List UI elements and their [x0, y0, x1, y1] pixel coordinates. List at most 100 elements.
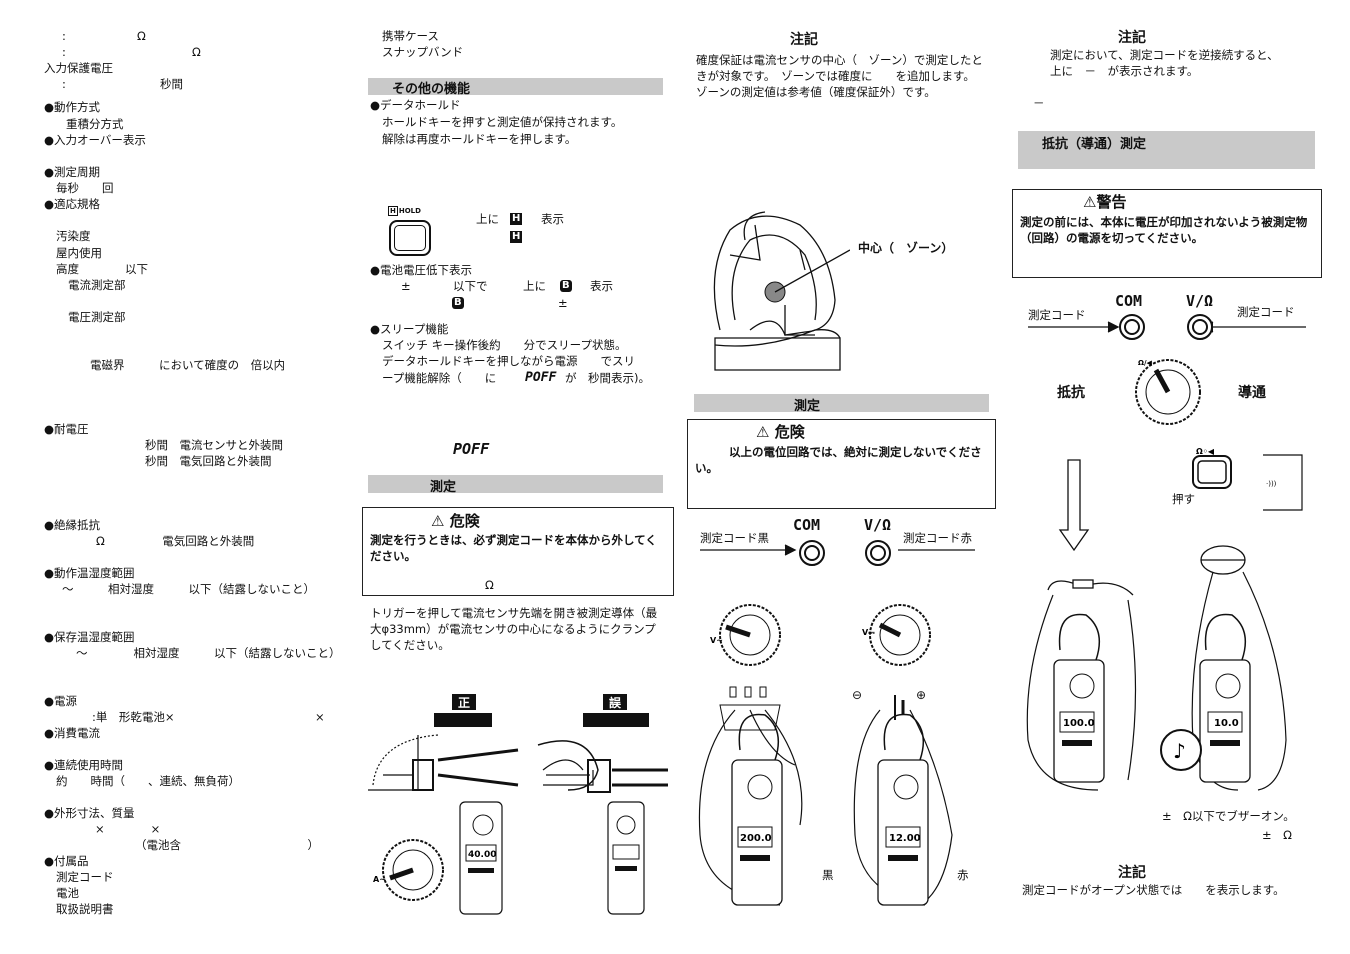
spec-value: 取扱説明書 — [56, 902, 114, 916]
vohm-terminal-label: V/Ω — [864, 516, 892, 534]
clamp-meter-wrong — [607, 801, 645, 915]
spec-heading: ●付属品 — [44, 854, 89, 868]
spec-heading: ●外形寸法、質量 — [44, 806, 135, 820]
battery-icon: B — [560, 280, 572, 292]
spec-value: ～ 相対湿度 以下（結露しないこと） — [62, 582, 315, 596]
spec-value: 屋内使用 — [56, 246, 102, 260]
hold-indicator-icon: H — [510, 213, 523, 225]
spec-value: 電圧測定部 — [68, 310, 126, 324]
warning-triangle-icon: ⚠ — [431, 512, 445, 530]
spec-value: 電磁界 において確度の 倍以内 — [90, 358, 286, 372]
spec-value: 高度 以下 — [56, 262, 148, 276]
rotary-dial: A~ — [373, 839, 444, 901]
press-label: 押す — [1172, 492, 1195, 506]
red-lead-label: 赤 — [957, 868, 969, 882]
resistance-label: 抵抗 — [1057, 385, 1085, 401]
hold-indicator-icon: H — [510, 231, 523, 243]
com-jack-icon — [1119, 314, 1145, 340]
lcd-reading: 12.00 — [889, 833, 921, 844]
down-arrow-icon — [1058, 459, 1090, 552]
section-bar-measure: 測定 — [694, 394, 989, 414]
spec-value: 毎秒 回 — [56, 181, 114, 195]
clamp-meter-dc: 12.00 — [877, 713, 929, 906]
spec-value: :単 形乾電池× — [92, 710, 175, 724]
wrong-label: 誤 — [603, 694, 627, 710]
function-heading: ●データホールド — [370, 98, 461, 112]
buzzer-text: ± Ω — [1262, 828, 1292, 842]
warning-box: ⚠警告 測定の前には、本体に電圧が印加されないよう被測定物（回路）の電源を切って… — [1012, 189, 1322, 278]
note-text: 確度保証は電流センサの中心（ ゾーン）で測定したときが対象です。 ゾーンでは確度… — [696, 53, 983, 100]
correct-label: 正 — [452, 694, 476, 710]
com-jack-icon — [799, 540, 825, 566]
note-text: 測定コードがオープン状態では を表示します。 — [1022, 883, 1285, 897]
svg-text:Ω◦◀: Ω◦◀ — [1196, 447, 1215, 456]
clamp-diagram-correct-wrong: 40.00 A~ — [368, 734, 668, 915]
lead-red-label: 測定コード赤 — [903, 531, 972, 545]
dial-mark: A~ — [373, 875, 386, 884]
warning-triangle-icon: ⚠ — [756, 423, 770, 441]
buzzer-icon — [1160, 729, 1202, 771]
spec-heading: ●絶縁抵抗 — [44, 518, 101, 532]
note-title: 注記 — [790, 32, 818, 48]
lead-black-label: 測定コード黒 — [700, 531, 769, 545]
section-bar-resistance: 抵抗（導通）測定 — [1018, 131, 1315, 169]
accessory-item: スナップバンド — [382, 45, 464, 59]
trigger-instructions: トリガーを押して電流センサ先端を開き被測定導体（最大φ33mm）が電流センサの中… — [370, 606, 658, 653]
spec-heading: ●動作方式 — [44, 100, 101, 114]
vohm-jack-icon — [865, 540, 891, 566]
spec-value: 電流測定部 — [68, 278, 126, 292]
continuity-key: Ω◦◀ — [1192, 447, 1232, 489]
lead-right-label: 測定コード — [1237, 305, 1295, 319]
svg-text:♪: ♪ — [1173, 739, 1186, 763]
spec-value: × × — [95, 822, 161, 836]
spec-value: （電池含 ） — [135, 838, 319, 852]
note-text: 測定において、測定コードを逆接続すると、 — [1050, 48, 1279, 62]
dial-mark: V⎓ — [862, 628, 875, 637]
spec-colon: : — [62, 29, 66, 43]
danger-text: 測定を行うときは、必ず測定コードを本体から外してください。 — [370, 533, 657, 564]
lcd-reading: 10.0 — [1214, 718, 1239, 729]
voltage-measure-diagram: V~ V⎓ ⊖ ⊕ — [698, 540, 975, 906]
danger-title: ⚠ 危険 — [431, 512, 480, 530]
function-desc: 上に — [523, 279, 546, 293]
lcd-reading: 100.0 — [1063, 718, 1095, 729]
lead-left-label: 測定コード — [1028, 308, 1086, 322]
function-desc: スイッチ キー操作後約 分でスリープ状態。 — [382, 338, 627, 352]
spec-colon: : — [62, 77, 66, 91]
spec-heading: 入力保護電圧 — [44, 61, 113, 75]
spec-value: 秒間 — [160, 77, 183, 91]
correct-bar — [434, 713, 492, 727]
spec-value: 汚染度 — [56, 229, 91, 243]
vohm-jack-icon — [1187, 314, 1213, 340]
function-desc: ープ機能解除（ に — [382, 371, 497, 385]
battery-icon: B — [452, 297, 464, 309]
danger-title: ⚠ 危険 — [756, 423, 805, 441]
section-bar-measure: 測定 — [368, 475, 663, 495]
rotary-dial-dc: V⎓ — [862, 604, 931, 666]
spec-value: 秒間 電流センサと外装間 — [145, 438, 283, 452]
function-heading: ●電池電圧低下表示 — [370, 263, 473, 277]
minus-icon: ⊖ — [852, 688, 862, 702]
function-desc: が 秒間表示)。 — [565, 371, 650, 385]
dial-mark: V~ — [710, 636, 723, 645]
lcd-reading: 200.0 — [740, 833, 772, 844]
spec-heading: ●保存温湿度範囲 — [44, 630, 135, 644]
warning-triangle-icon: ⚠ — [1083, 193, 1097, 211]
warning-title: ⚠警告 — [1083, 193, 1127, 211]
accessory-item: 携帯ケース — [382, 29, 439, 43]
resistance-measure-diagram: Ω/◀ Ω◦◀ ·))) — [1026, 314, 1306, 791]
hold-display-text: 表示 — [541, 212, 564, 226]
vohm-terminal-label: V/Ω — [1186, 292, 1214, 310]
spec-heading: ●電源 — [44, 694, 78, 708]
com-terminal-label: COM — [1115, 292, 1143, 310]
sensor-zone-diagram — [713, 211, 850, 371]
function-desc: ホールドキーを押すと測定値が保持されます。 — [382, 115, 623, 129]
spec-heading: ●耐電圧 — [44, 422, 89, 436]
poff-display-inline: POFF — [525, 370, 557, 385]
danger-box: ⚠ 危険 以上の電位回路では、絶対に測定しないでください。 — [687, 419, 996, 509]
minus-sign: － — [1033, 96, 1045, 110]
spec-value: 電池 — [56, 886, 79, 900]
function-desc: 解除は再度ホールドキーを押します。 — [382, 132, 577, 146]
